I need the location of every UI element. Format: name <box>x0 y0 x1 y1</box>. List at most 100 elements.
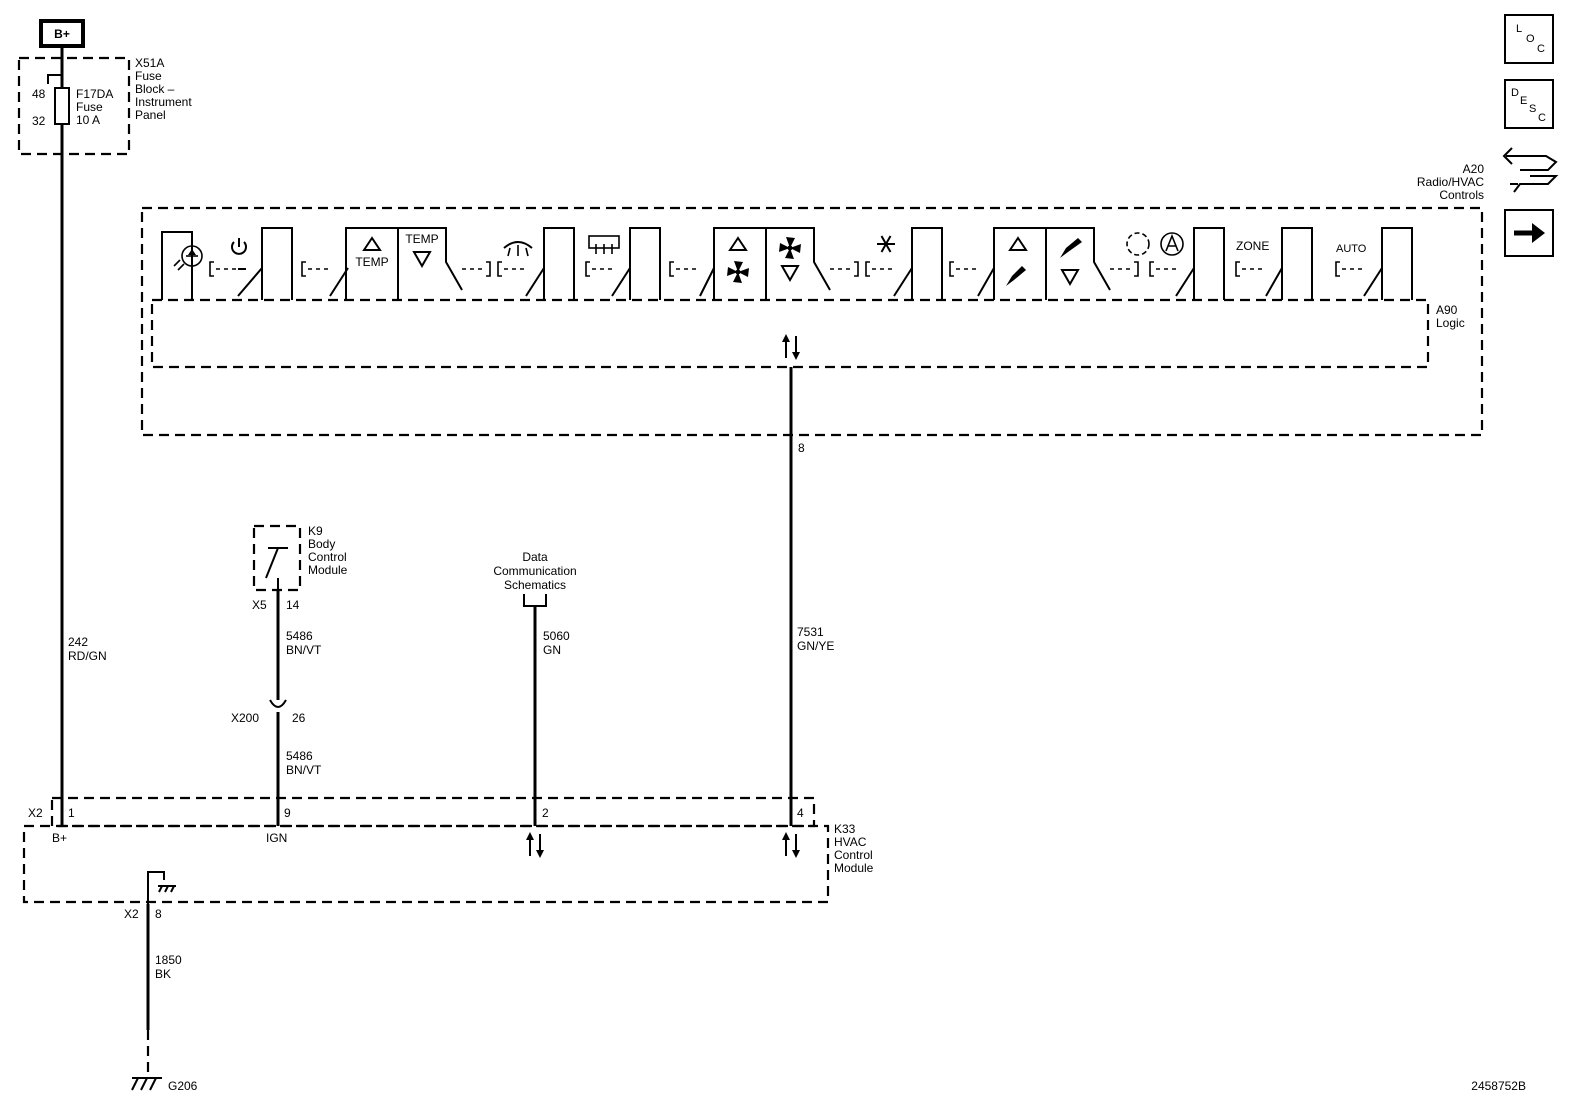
fuse-pin-in: 48 <box>32 87 46 101</box>
logic-outline <box>150 298 1430 369</box>
battery-label: B+ <box>54 27 70 41</box>
wire-7531-circuit: 7531 <box>797 625 824 639</box>
chassis-ground-icon <box>131 1077 162 1091</box>
location-view-button[interactable]: L O C <box>1504 14 1554 64</box>
wire-242-circuit: 242 <box>68 635 88 649</box>
seat-icon-2 <box>1060 238 1082 258</box>
wire-7531-color: GN/YE <box>797 639 834 653</box>
temp-up-label: TEMP <box>355 255 388 269</box>
data-comm-reference-bracket <box>523 594 547 607</box>
logic-name: A90 <box>1436 303 1458 317</box>
connector-end-view-icon[interactable] <box>1502 147 1559 193</box>
battery-positive-source: B+ <box>39 19 85 48</box>
ac-switch <box>865 227 943 300</box>
hvac-module-line-1: HVAC <box>834 835 867 849</box>
fuse-connector-hook <box>47 74 62 84</box>
power-switch <box>209 227 293 300</box>
temp-switch: TEMP TEMP <box>301 227 491 300</box>
hvac-label-bplus: B+ <box>52 831 67 845</box>
bcm-connector: X5 <box>252 598 267 612</box>
wire-5486a-color: BN/VT <box>286 643 322 657</box>
hvac-pin-gnd: 8 <box>155 907 162 921</box>
radio-hvac-line-2: Controls <box>1439 188 1484 202</box>
ground-name: G206 <box>168 1079 198 1093</box>
mode-down-icon <box>1060 269 1080 287</box>
description-view-button[interactable]: D E S C <box>1504 79 1554 129</box>
desc-letter-1: D <box>1511 87 1519 99</box>
recirc-switch <box>1126 227 1225 300</box>
figure-id: 2458752B <box>1471 1079 1526 1093</box>
temp-down-label: TEMP <box>405 232 438 246</box>
inline-connector-name: X200 <box>231 711 259 725</box>
mode-switch <box>949 227 1139 300</box>
bcm-pin: 14 <box>286 598 300 612</box>
temp-up-icon <box>362 236 382 251</box>
bcm-line-1: Body <box>308 537 335 551</box>
hvac-module-line-3: Module <box>834 861 874 875</box>
data-comm-line-2: Communication <box>493 564 576 578</box>
hvac-data-arrows-pin4 <box>782 832 800 858</box>
fuse-block-line-4: Panel <box>135 108 166 122</box>
hvac-connector-x2-outline <box>50 796 816 828</box>
wire-1850-color: BK <box>155 967 171 981</box>
blower-switch <box>669 227 859 300</box>
data-comm-line-3: Schematics <box>504 578 566 592</box>
wire-1850-circuit: 1850 <box>155 953 182 967</box>
fuse-rating: 10 A <box>76 113 100 127</box>
blower-down-icon <box>780 265 800 283</box>
fuse-block-line-1: Fuse <box>135 69 162 83</box>
zone-switch: ZONE <box>1235 227 1313 300</box>
radio-hvac-pin: 8 <box>798 441 805 455</box>
auto-label: AUTO <box>1336 243 1367 255</box>
hvac-pin-data: 2 <box>542 806 549 820</box>
arrow-right-icon <box>1514 223 1545 243</box>
illumination-switch <box>161 231 203 300</box>
desc-letter-2: E <box>1520 95 1527 107</box>
hvac-module-outline <box>22 824 830 904</box>
wire-242-color: RD/GN <box>68 649 107 663</box>
recirc-icon <box>1126 232 1150 256</box>
desc-letter-4: C <box>1538 112 1546 124</box>
wire-5060-color: GN <box>543 643 561 657</box>
fan-icon-2 <box>779 237 801 259</box>
hvac-label-ign: IGN <box>266 831 287 845</box>
hvac-pin-ign: 9 <box>284 806 291 820</box>
wire-5486b-circuit: 5486 <box>286 749 313 763</box>
zone-label: ZONE <box>1236 239 1269 253</box>
hvac-data-arrows-pin2 <box>526 832 544 858</box>
front-defrost-icon <box>503 241 533 249</box>
fuse-f17da <box>54 87 70 125</box>
temp-down-icon <box>412 251 432 269</box>
next-page-button[interactable] <box>1504 209 1554 257</box>
hvac-connector: X2 <box>28 806 43 820</box>
fuse-type: Fuse <box>76 100 103 114</box>
fuse-block-outline <box>17 56 131 156</box>
bcm-line-2: Control <box>308 550 347 564</box>
desc-letter-3: S <box>1529 103 1536 115</box>
inline-connector-x200 <box>269 699 287 708</box>
radio-hvac-name: A20 <box>1463 162 1485 176</box>
data-comm-line-1: Data <box>522 550 548 564</box>
rear-defrost-switch <box>585 227 661 300</box>
hvac-pin-lin: 4 <box>797 806 804 820</box>
blower-up-icon <box>728 236 748 251</box>
wire-5486a-circuit: 5486 <box>286 629 313 643</box>
hvac-module-line-2: Control <box>834 848 873 862</box>
hvac-internal-ground <box>147 871 176 904</box>
fan-icon <box>727 261 749 283</box>
auto-switch: AUTO <box>1335 227 1413 300</box>
logic-data-arrows <box>782 334 800 360</box>
loc-letter-2: O <box>1526 33 1535 45</box>
fuse-block-line-2: Block – <box>135 82 175 96</box>
logic-label: Logic <box>1436 316 1465 330</box>
radio-hvac-line-1: Radio/HVAC <box>1417 175 1484 189</box>
fuse-block-line-3: Instrument <box>135 95 192 109</box>
bcm-name: K9 <box>308 524 323 538</box>
loc-letter-3: C <box>1537 43 1545 55</box>
fuse-pin-out: 32 <box>32 114 46 128</box>
power-icon <box>231 241 247 255</box>
snowflake-icon <box>877 235 895 253</box>
hvac-module-name: K33 <box>834 822 856 836</box>
auto-recirc-icon <box>1160 232 1184 256</box>
